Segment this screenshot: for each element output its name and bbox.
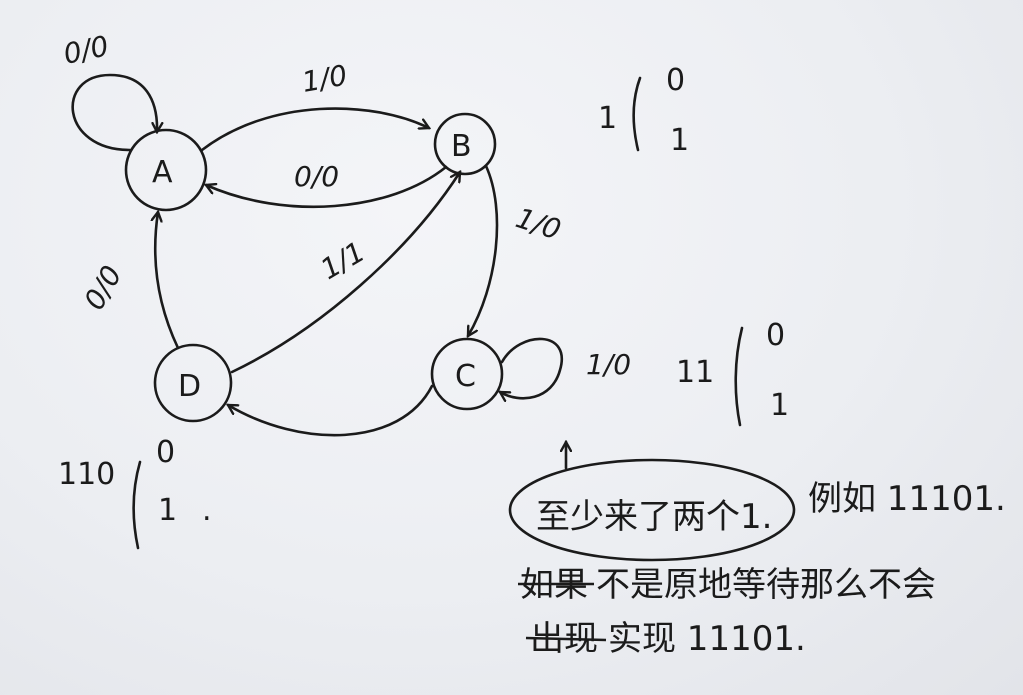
circled-note-text: 至少来了两个1.: [536, 497, 772, 537]
note-b-top: 0: [666, 63, 685, 98]
edge-a-b: [200, 107, 429, 152]
note-d-suffix: .: [202, 493, 212, 528]
note-c: 11 0 1: [676, 318, 789, 427]
circled-note-ellipse: [508, 458, 796, 562]
state-c-circle: [430, 337, 504, 411]
note-c-top: 0: [766, 318, 785, 353]
state-d-label: D: [178, 369, 201, 404]
state-c-label: C: [455, 359, 476, 394]
circled-note: 至少来了两个1.: [508, 458, 796, 562]
state-a: A: [124, 128, 208, 212]
state-b-label: B: [451, 129, 472, 164]
note-b-prefix: 1: [598, 101, 617, 136]
transition-d-a: 0/0: [77, 212, 180, 350]
state-b-circle: [433, 112, 497, 176]
note-line3-strike-mark: [525, 636, 607, 642]
note-c-prefix: 11: [676, 355, 714, 390]
note-b: 1 0 1: [598, 63, 689, 158]
note-b-bottom: 1: [670, 123, 689, 158]
edge-c-c-label: 1/0: [586, 348, 631, 381]
note-d-prefix: 110: [58, 457, 115, 492]
state-c: C: [430, 337, 504, 411]
note-line3: 出现 实现 11101.: [525, 619, 806, 659]
note-d-bottom: 1: [158, 493, 177, 528]
note-d-top: 0: [156, 435, 175, 470]
transition-c-d: [228, 384, 434, 437]
edge-d-a-label: 0/0: [77, 260, 128, 316]
edge-b-c: [466, 164, 499, 336]
state-a-label: A: [152, 155, 173, 190]
note-line2: 如果 不是原地等待那么不会: [518, 565, 936, 605]
note-line2-rest: 不是原地等待那么不会: [596, 565, 936, 605]
state-d-circle: [153, 343, 233, 423]
edge-d-b-label: 1/1: [315, 235, 371, 286]
transition-c-c: 1/0: [500, 337, 631, 398]
note-b-bracket: [632, 76, 642, 152]
edge-c-d: [228, 384, 434, 437]
note-c-bottom: 1: [770, 388, 789, 423]
transition-b-a: 0/0: [206, 160, 448, 209]
edge-d-b: [230, 172, 460, 374]
edge-a-a-label: 0/0: [61, 29, 112, 71]
state-a-circle: [124, 128, 208, 212]
edge-d-a: [155, 212, 180, 350]
transition-a-b: 1/0: [200, 59, 429, 152]
transition-b-c: 1/0: [466, 164, 565, 336]
edge-b-a-label: 0/0: [294, 160, 339, 193]
note-d: 110 0 1 .: [58, 435, 212, 550]
state-d: D: [153, 343, 233, 423]
edge-c-c: [500, 337, 564, 398]
note-c-bracket: [734, 326, 744, 427]
note-d-bracket: [132, 460, 142, 550]
state-b: B: [433, 112, 497, 176]
note-line1-rest: 例如 11101.: [808, 479, 1006, 519]
edge-a-a: [71, 73, 157, 152]
note-line3-rest: 实现 11101.: [608, 619, 806, 659]
transition-a-a: 0/0: [61, 29, 157, 152]
edge-b-c-label: 1/0: [512, 201, 565, 246]
edge-a-b-label: 1/0: [299, 59, 349, 99]
edge-b-a: [206, 165, 448, 209]
